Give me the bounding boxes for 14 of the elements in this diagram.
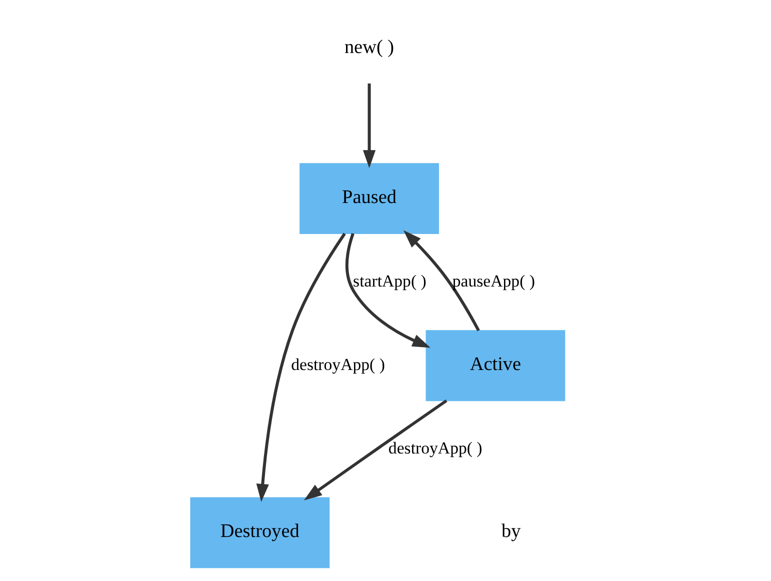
node-text: new( ) [344, 36, 394, 58]
node-box: Active [426, 330, 566, 402]
label: by [501, 521, 521, 542]
node-box: Destroyed [190, 497, 330, 568]
arrow [346, 233, 430, 348]
arrow [403, 230, 480, 332]
arrow [362, 83, 376, 168]
arrow [256, 232, 346, 502]
edge-label: pauseApp( ) [452, 272, 535, 291]
edge-label: destroyApp( ) [291, 355, 385, 374]
edge-label: destroyApp( ) [388, 438, 482, 458]
node-box: Paused [300, 163, 439, 234]
edge-label: startApp( ) [353, 272, 426, 291]
arrow [304, 399, 448, 500]
